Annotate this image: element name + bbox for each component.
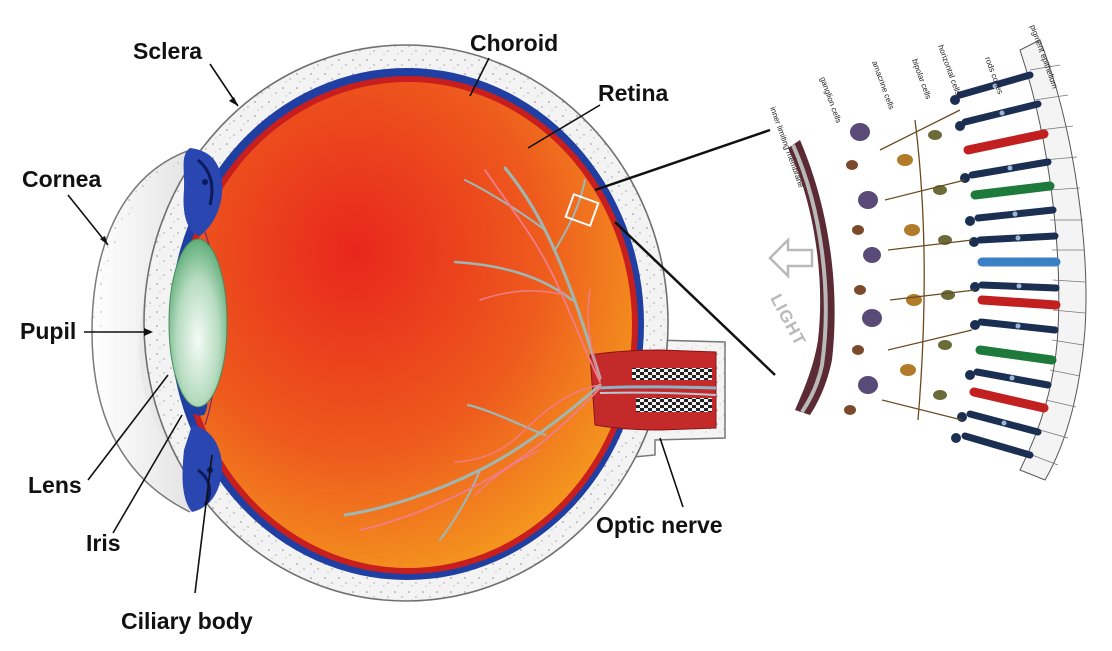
zoom-line-bottom — [614, 221, 776, 376]
cell-label-bipolar-cells: bipolar cells — [910, 58, 933, 101]
label-retina: Retina — [598, 80, 669, 106]
label-cornea: Cornea — [22, 166, 102, 192]
zoom-line-top — [594, 128, 771, 192]
retina-detail-marker — [564, 192, 600, 228]
label-iris: Iris — [86, 530, 121, 556]
label-optic-nerve: Optic nerve — [596, 512, 723, 538]
ganglion-cells — [844, 123, 882, 415]
label-ciliary-body: Ciliary body — [121, 608, 253, 634]
bipolar-cells — [879, 109, 976, 421]
retinal-vessels — [343, 166, 602, 541]
retina-cell-inset: LIGHT inner limiting membrane ganglion c… — [766, 24, 1087, 481]
cell-label-amacrine-cells: amacrine cells — [870, 60, 896, 111]
label-sclera: Sclera — [133, 38, 203, 64]
cell-label-ganglion-cells: ganglion cells — [818, 76, 843, 125]
lens-shape — [168, 238, 228, 408]
label-lens: Lens — [28, 472, 82, 498]
label-pupil: Pupil — [20, 318, 77, 344]
cell-label-horizontal-cells: horizontal cells — [936, 44, 963, 97]
light-arrow-icon — [768, 236, 814, 280]
vitreous-chamber — [184, 82, 632, 568]
light-label: LIGHT — [766, 291, 809, 349]
label-choroid: Choroid — [470, 30, 559, 56]
eyeball — [91, 44, 726, 602]
optic-nerve-shape — [589, 349, 717, 431]
photoreceptors — [956, 71, 1061, 459]
